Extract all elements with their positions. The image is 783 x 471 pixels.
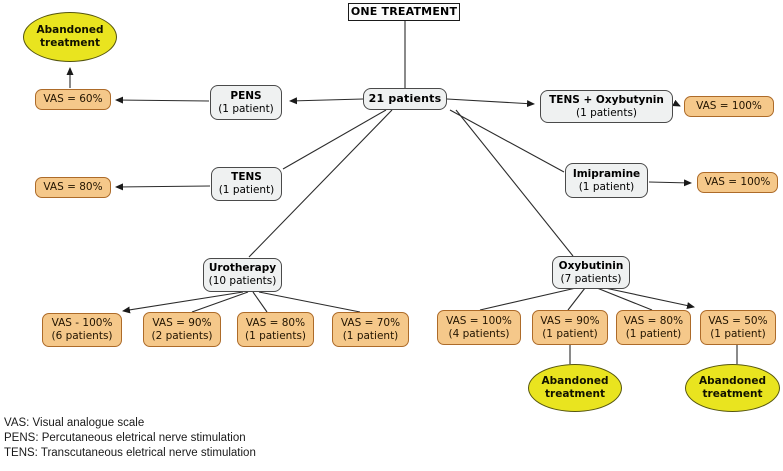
outcome-vas-80-tens: VAS = 80%: [35, 177, 111, 198]
node-urotherapy: Urotherapy (10 patients): [203, 258, 282, 292]
outcome-title: VAS = 70%: [340, 316, 401, 329]
abandoned-treatment-bottom-left: Abandoned treatment: [528, 364, 622, 412]
abandoned-line1: Abandoned: [541, 375, 609, 388]
outcome-title: VAS - 100%: [51, 317, 113, 330]
node-imipramine-title: Imipramine: [572, 167, 641, 180]
node-21-patients: 21 patients: [363, 88, 447, 110]
legend-tens: TENS: Transcutaneous eletrical nerve sti…: [4, 447, 256, 459]
outcome-sub: (2 patients): [151, 329, 213, 342]
node-pens-title: PENS: [230, 89, 262, 102]
abandoned-line1: Abandoned: [36, 24, 104, 37]
node-tens-oxybutynin-title: TENS + Oxybutynin: [549, 93, 664, 106]
node-imipramine-sub: (1 patient): [578, 180, 635, 193]
outcome-sub: (1 patient): [342, 329, 399, 342]
outcome-title: VAS = 90%: [540, 314, 600, 327]
outcome-title: VAS = 100%: [446, 314, 512, 327]
node-oxybutinin-sub: (7 patients): [560, 272, 622, 285]
node-one-treatment-label: ONE TREATMENT: [350, 5, 458, 19]
outcome-vas-100-tens-oxybutynin-label: VAS = 100%: [696, 100, 762, 113]
legend: VAS: Visual analogue scale PENS: Percuta…: [4, 416, 256, 461]
outcome-title: VAS = 50%: [708, 314, 768, 327]
abandoned-treatment-top-left: Abandoned treatment: [23, 12, 117, 62]
legend-vas: VAS: Visual analogue scale: [4, 417, 145, 429]
outcome-sub: (1 patient): [625, 327, 682, 340]
outcome-vas-100-imipramine-label: VAS = 100%: [704, 176, 771, 189]
outcome-sub: (1 patient): [710, 327, 766, 340]
abandoned-line2: treatment: [545, 388, 605, 400]
outcome-urotherapy-vas-70: VAS = 70% (1 patient): [332, 312, 409, 347]
outcome-urotherapy-vas-90: VAS = 90% (2 patients): [143, 312, 221, 347]
node-21-patients-label: 21 patients: [368, 92, 442, 106]
node-imipramine: Imipramine (1 patient): [565, 163, 648, 198]
abandoned-line2: treatment: [40, 37, 100, 49]
outcome-sub: (1 patients): [244, 329, 307, 342]
outcome-title: VAS = 80%: [245, 316, 306, 329]
node-tens-oxybutynin: TENS + Oxybutynin (1 patients): [540, 90, 673, 123]
outcome-sub: (6 patients): [51, 330, 113, 342]
outcome-sub: (1 patient): [542, 327, 598, 340]
node-oxybutinin: Oxybutinin (7 patients): [552, 256, 630, 289]
legend-pens: PENS: Percutaneous eletrical nerve stimu…: [4, 432, 246, 444]
outcome-title: VAS = 80%: [623, 314, 684, 327]
node-oxybutinin-title: Oxybutinin: [558, 259, 624, 272]
node-urotherapy-title: Urotherapy: [208, 262, 277, 275]
outcome-urotherapy-vas-100: VAS - 100% (6 patients): [42, 313, 122, 347]
outcome-sub: (4 patients): [448, 327, 510, 340]
abandoned-line2: treatment: [702, 388, 763, 400]
outcome-oxybutinin-vas-100: VAS = 100% (4 patients): [437, 310, 521, 345]
outcome-title: VAS = 90%: [152, 316, 212, 329]
node-tens-title: TENS: [231, 171, 262, 184]
node-pens: PENS (1 patient): [210, 85, 282, 120]
node-one-treatment: ONE TREATMENT: [348, 3, 460, 21]
abandoned-line1: Abandoned: [698, 375, 767, 388]
node-urotherapy-sub: (10 patients): [208, 275, 277, 287]
node-tens-oxybutynin-sub: (1 patients): [575, 106, 638, 119]
abandoned-treatment-bottom-right: Abandoned treatment: [685, 364, 780, 412]
outcome-oxybutinin-vas-90: VAS = 90% (1 patient): [532, 310, 608, 345]
outcome-urotherapy-vas-80: VAS = 80% (1 patients): [237, 312, 314, 347]
node-pens-sub: (1 patient): [218, 102, 274, 115]
node-tens: TENS (1 patient): [211, 167, 282, 201]
node-tens-sub: (1 patient): [218, 184, 275, 196]
outcome-vas-60-label: VAS = 60%: [43, 93, 103, 106]
outcome-vas-100-imipramine: VAS = 100%: [697, 172, 778, 193]
outcome-vas-60: VAS = 60%: [35, 89, 111, 110]
outcome-oxybutinin-vas-80: VAS = 80% (1 patient): [616, 310, 691, 345]
outcome-vas-80-tens-label: VAS = 80%: [43, 181, 103, 194]
outcome-oxybutinin-vas-50: VAS = 50% (1 patient): [700, 310, 776, 345]
outcome-vas-100-tens-oxybutynin: VAS = 100%: [684, 96, 774, 117]
